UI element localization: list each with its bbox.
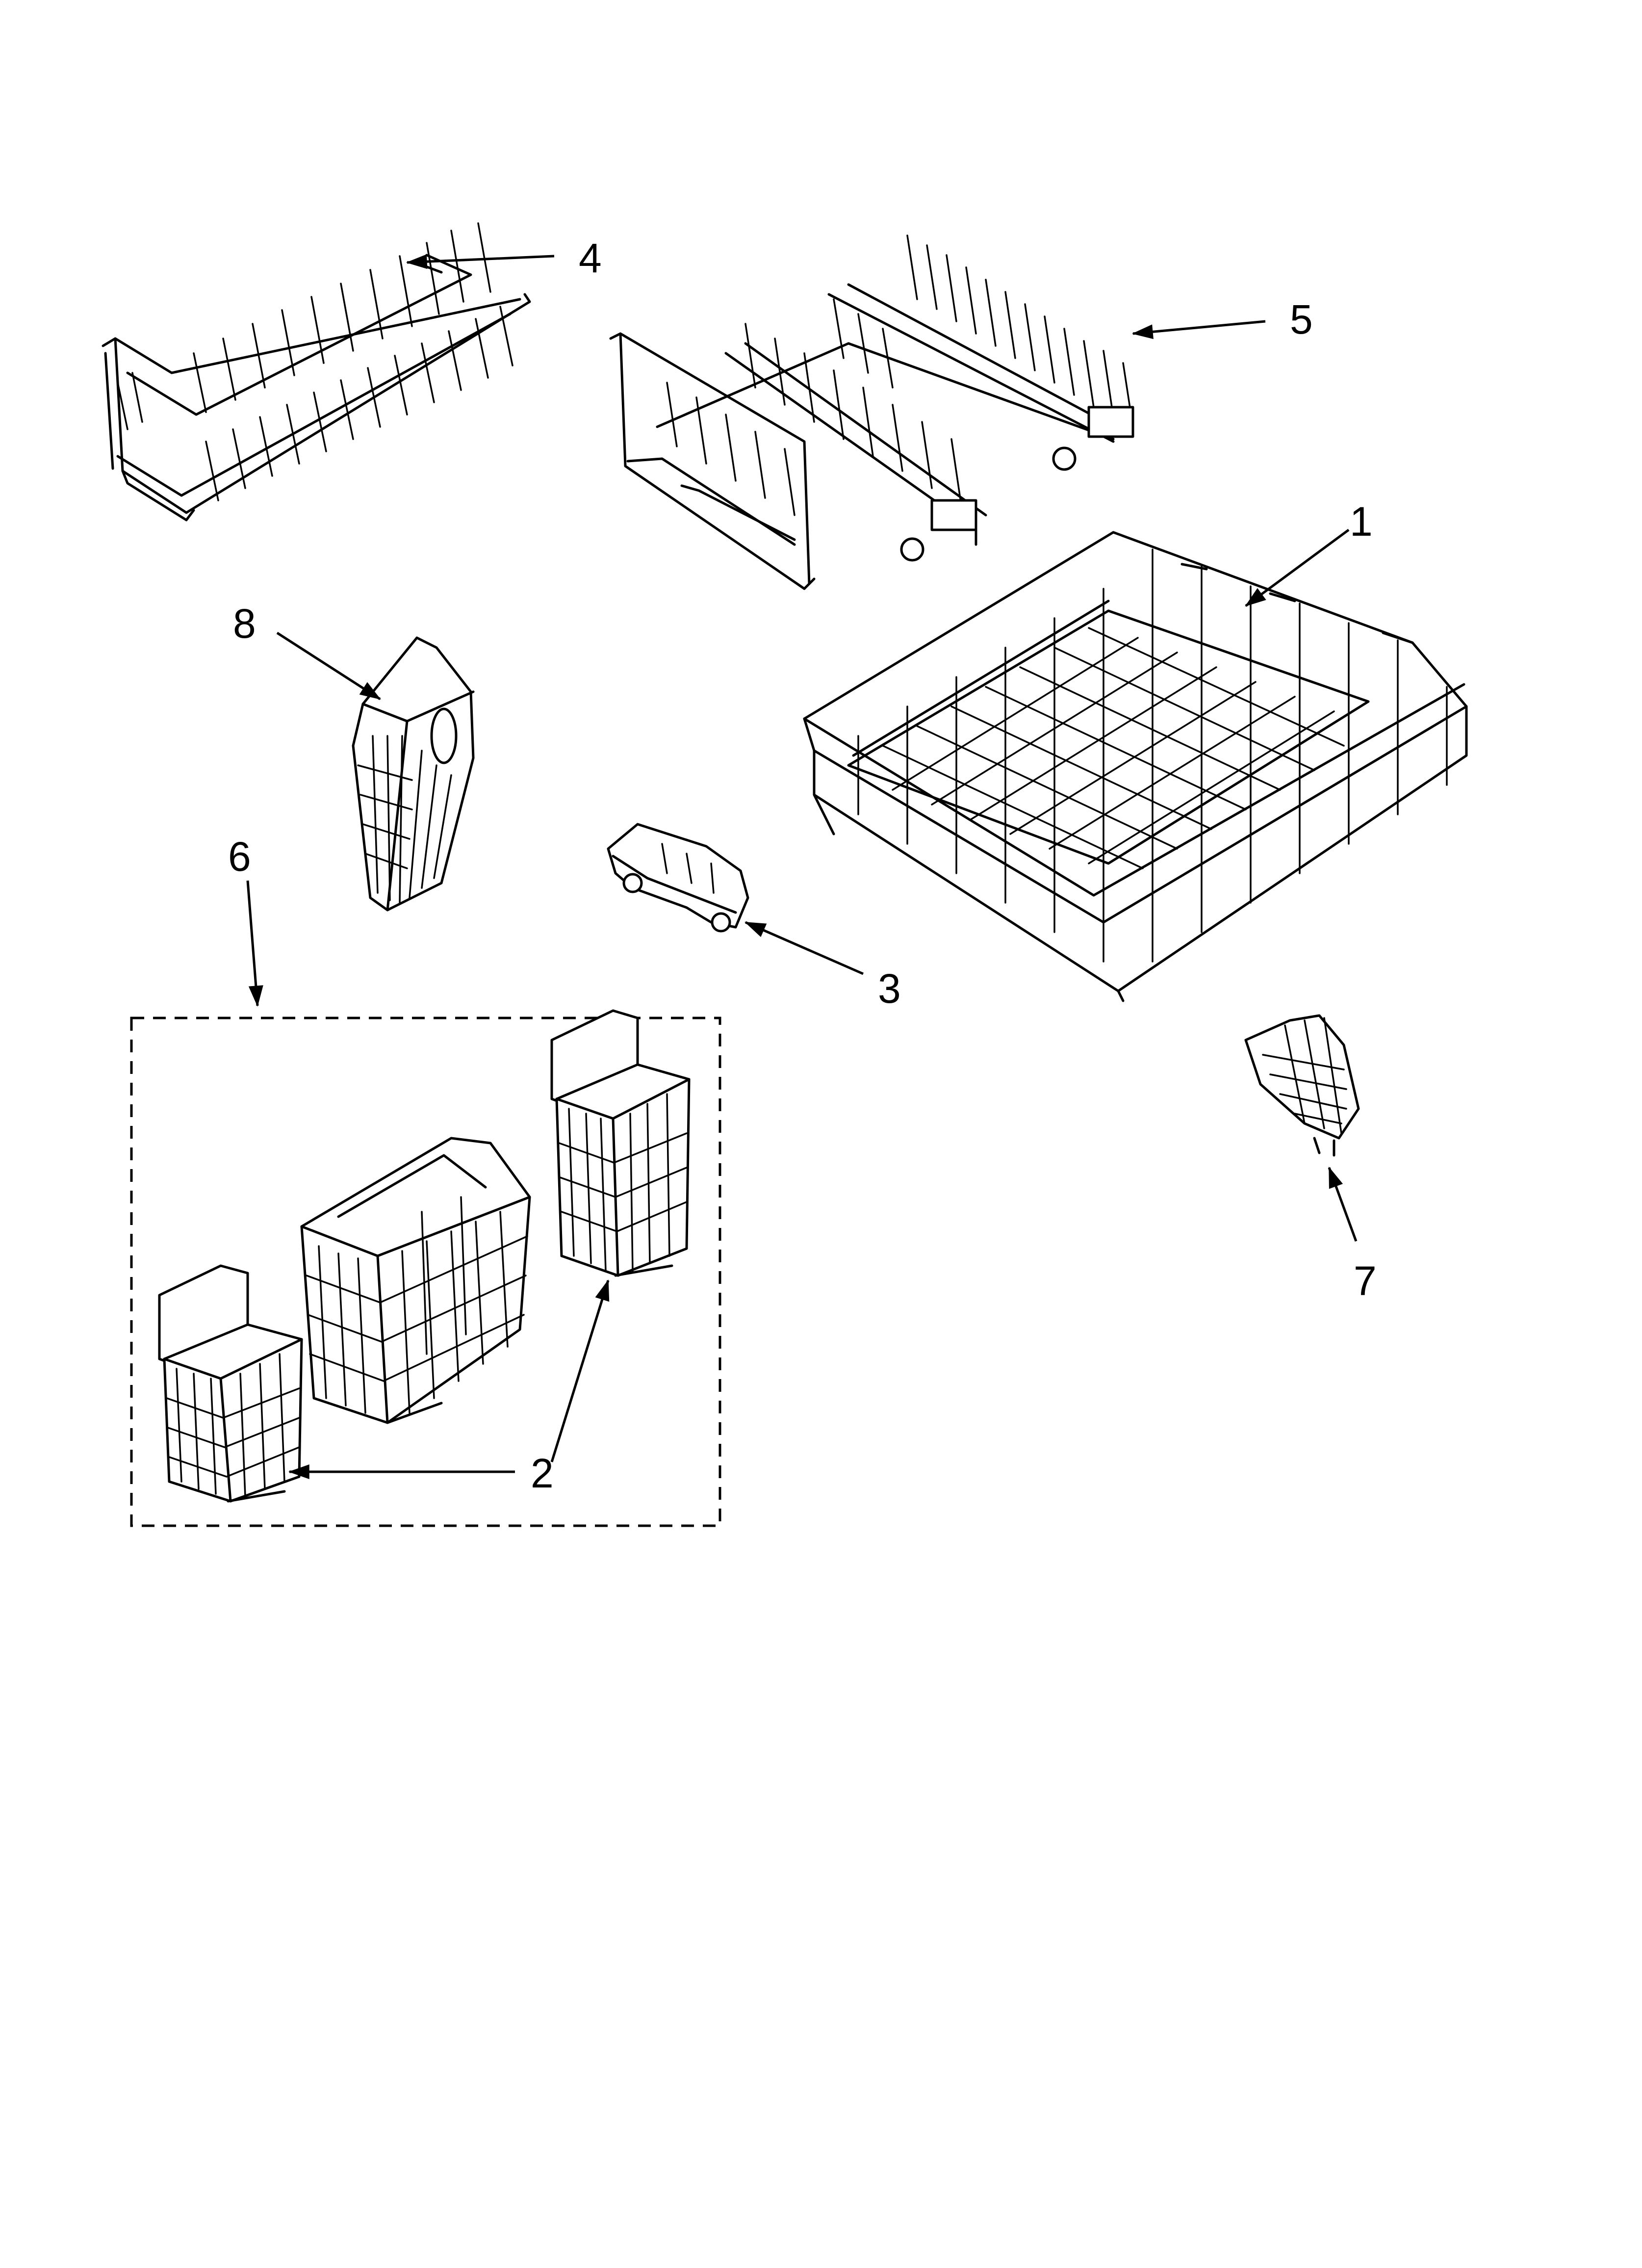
lower-dishrack-part-1 xyxy=(803,531,1468,1002)
leader-4 xyxy=(406,254,555,269)
small-basket-right-part-2 xyxy=(550,1009,691,1277)
callout-4: 4 xyxy=(579,235,602,281)
small-basket-right-mesh xyxy=(558,1093,688,1272)
callout-2: 2 xyxy=(531,1450,554,1496)
silverware-basket-part-8 xyxy=(352,636,475,912)
left-rack-tines xyxy=(666,323,962,516)
upper-tines xyxy=(117,222,491,430)
rack-hinge-clips xyxy=(900,406,1134,562)
leader-5 xyxy=(1131,320,1266,339)
small-basket-left-part-2 xyxy=(158,1264,303,1503)
guard-part-7 xyxy=(1244,1014,1360,1157)
lower-tines xyxy=(205,306,513,501)
rack-side-wires xyxy=(857,548,1448,963)
right-rack-tines xyxy=(833,235,1134,428)
leader-7 xyxy=(1328,1166,1358,1242)
folding-tine-rack-part-5 xyxy=(609,235,1134,590)
leader-6 xyxy=(246,880,263,1007)
callout-labels: 1 2 3 4 5 6 7 8 xyxy=(228,235,1377,1496)
large-basket-mesh xyxy=(306,1196,528,1414)
large-silverware-basket xyxy=(300,1137,531,1424)
basket-set-boundary-part-6 xyxy=(130,1017,721,1527)
callout-1: 1 xyxy=(1350,498,1373,545)
callout-6: 6 xyxy=(228,834,251,880)
callout-5: 5 xyxy=(1290,296,1313,342)
basket-8-mesh xyxy=(357,735,452,904)
callout-3: 3 xyxy=(878,965,901,1012)
leader-1 xyxy=(1245,528,1350,607)
small-basket-left-mesh xyxy=(166,1353,300,1497)
leader-3 xyxy=(744,921,864,975)
leader-8 xyxy=(276,631,381,701)
callout-8: 8 xyxy=(233,600,256,647)
leader-lines xyxy=(246,254,1358,1479)
rack-clip-part-3 xyxy=(607,823,749,933)
leader-2-right xyxy=(550,1279,610,1462)
tine-rack-part-4 xyxy=(102,222,531,521)
callout-7: 7 xyxy=(1354,1258,1377,1304)
